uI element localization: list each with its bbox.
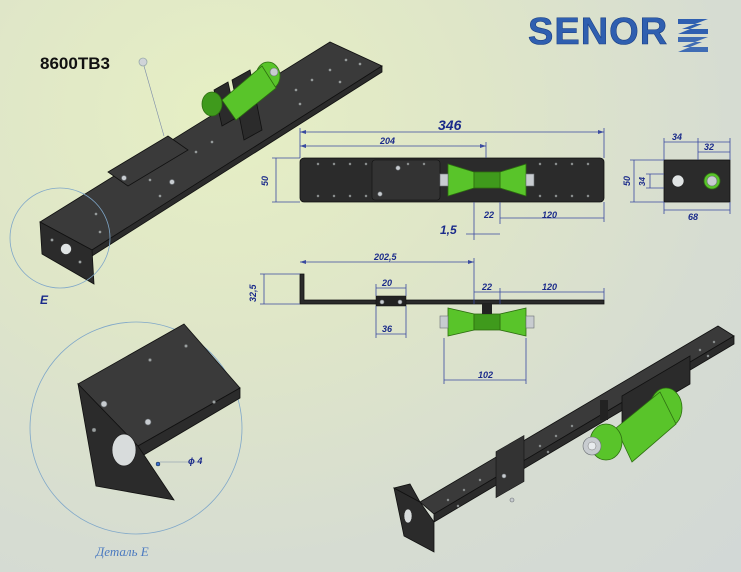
brand-name: SENOR — [528, 11, 668, 53]
detail-e-circle — [29, 321, 243, 535]
detail-large-hole — [111, 433, 137, 467]
iso-end-small-hole — [78, 260, 82, 264]
iso-bolt — [121, 175, 127, 181]
end-view: 34 32 68 50 34 — [622, 132, 731, 222]
dim-line-side-length — [300, 258, 475, 304]
dim-line-roller — [466, 202, 605, 240]
top-bolt — [377, 191, 383, 197]
dim-line-end-top — [663, 138, 731, 160]
iso2-bracket — [495, 434, 525, 499]
top-roller-center — [473, 171, 501, 189]
end-hole — [671, 174, 685, 188]
detail-hole — [184, 344, 188, 348]
dim-end-right: 32 — [704, 142, 714, 152]
detail-bolt — [144, 418, 152, 426]
detail-bolt — [100, 400, 108, 408]
side-roller-left — [447, 307, 475, 337]
iso2-bolt — [501, 473, 507, 479]
dim-right: 120 — [542, 210, 557, 220]
isometric-view-top: E — [9, 41, 383, 307]
iso2-bend — [392, 483, 422, 503]
title-leader-line — [143, 65, 165, 137]
dim-line-height — [272, 157, 300, 203]
side-bracket — [375, 295, 407, 307]
dim-slot-length: 36 — [382, 324, 393, 334]
iso-end-small-hole — [50, 238, 54, 242]
iso-roller-end — [201, 91, 223, 117]
dim-line-roller-length — [443, 338, 527, 384]
detail-e-view: ϕ 4 Деталь Е — [29, 321, 243, 559]
dim-hole-diameter: ϕ 4 — [188, 456, 202, 466]
iso2-plate-holes — [446, 340, 716, 508]
top-plate-holes — [316, 162, 590, 198]
brand-logo: SENOR — [528, 11, 708, 53]
detail-small-hole — [155, 461, 161, 467]
detail-hole — [148, 358, 152, 362]
dim-end-width: 68 — [688, 212, 698, 222]
iso2-roller-bracket — [600, 400, 608, 420]
side-roller-right — [499, 307, 527, 337]
detail-caption: Деталь Е — [94, 544, 149, 559]
callout-bubble-icon — [138, 57, 148, 67]
detail-e-marker — [9, 187, 111, 289]
brand-mark-icon — [678, 19, 708, 52]
dim-line-left — [300, 142, 487, 158]
dim-end-height: 50 — [622, 176, 632, 186]
iso2-roller-body — [615, 391, 677, 463]
dim-line-overall — [299, 128, 605, 158]
top-view: 346 204 50 22 120 1,5 — [260, 117, 605, 240]
side-bolt — [379, 299, 385, 305]
side-axle-nut — [439, 315, 449, 329]
dim-gap: 1,5 — [440, 223, 457, 237]
dim-side-right: 120 — [542, 282, 557, 292]
top-bolt — [395, 165, 401, 171]
side-roller-center — [473, 313, 501, 331]
end-axle — [706, 175, 718, 187]
dim-slot-width: 20 — [381, 278, 392, 288]
dim-side-roller-gap: 22 — [481, 282, 492, 292]
side-bolt — [397, 299, 403, 305]
dim-side-length: 202,5 — [373, 252, 398, 262]
iso2-plate-top — [419, 325, 735, 515]
dim-line-slot-width — [375, 284, 407, 296]
dim-left: 204 — [379, 136, 395, 146]
dim-end-left: 34 — [672, 132, 682, 142]
side-axle-nut — [525, 315, 535, 329]
dim-line-slot-length — [375, 306, 407, 338]
dim-side-height: 32,5 — [248, 283, 258, 302]
dim-line-side-height — [260, 273, 300, 305]
detail-e-label: E — [40, 293, 49, 307]
side-plate — [299, 273, 605, 305]
iso-axle-bolt — [269, 67, 279, 77]
dim-roller-length: 102 — [478, 370, 493, 380]
top-axle-nut — [525, 173, 535, 187]
dim-overall: 346 — [438, 117, 462, 133]
iso-end-hole — [60, 243, 72, 255]
isometric-view-bottom — [392, 325, 735, 553]
side-roller-bracket — [482, 304, 492, 314]
detail-hole — [91, 427, 97, 433]
dim-line-end-width — [663, 202, 731, 214]
iso-roller-body — [221, 65, 277, 121]
top-axle-nut — [439, 173, 449, 187]
iso2-axle — [587, 441, 597, 451]
detail-hole — [212, 400, 216, 404]
part-number-title: 8600TB3 — [40, 54, 110, 73]
iso2-bolt — [509, 497, 515, 503]
dim-end-hole: 34 — [638, 177, 647, 186]
dim-height: 50 — [260, 176, 270, 186]
side-view: 202,5 32,5 20 36 22 120 102 — [248, 252, 605, 384]
iso2-roller-plate — [621, 355, 691, 425]
iso-bracket — [107, 135, 189, 187]
iso-plate-holes — [94, 58, 362, 234]
dim-line-side-roller — [474, 288, 605, 304]
iso-bolt — [169, 179, 175, 185]
dim-line-end-height — [630, 159, 664, 203]
iso2-end-hole — [403, 508, 413, 524]
dim-roller-gap: 22 — [483, 210, 494, 220]
